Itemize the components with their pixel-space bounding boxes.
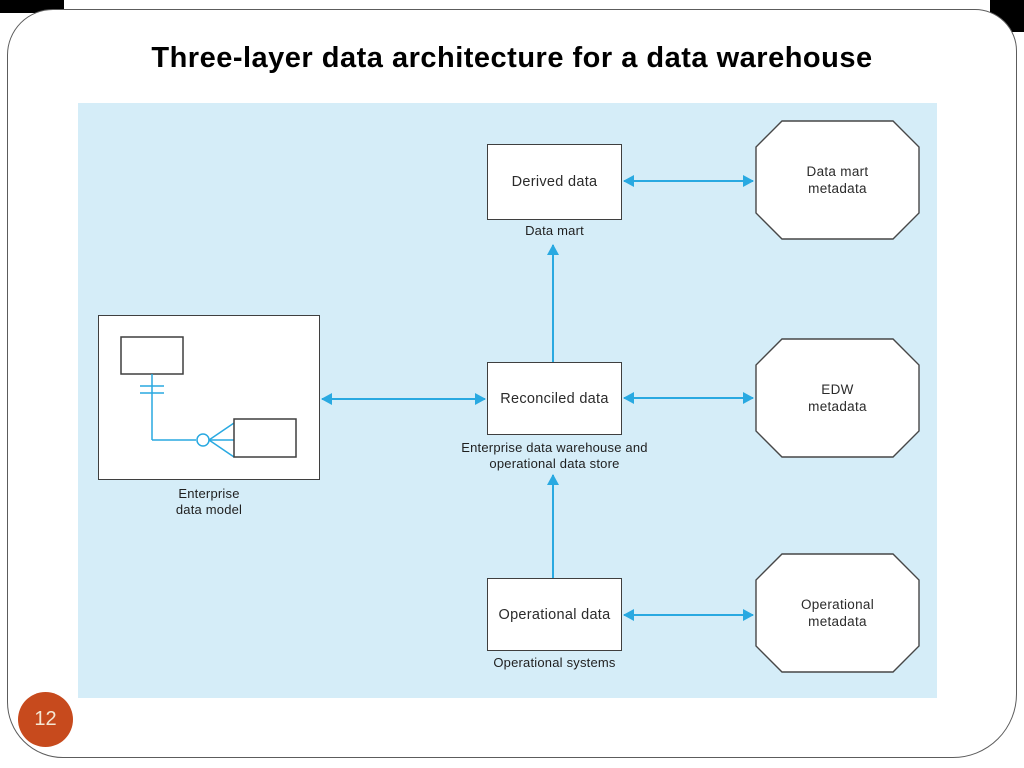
data-mart-metadata-octagon: Data mart metadata	[755, 120, 920, 240]
arrow-reconciled-to-datamart	[547, 244, 559, 362]
operational-metadata-label: Operational metadata	[800, 597, 875, 629]
slide-title: Three-layer data architecture for a data…	[151, 42, 873, 74]
operational-systems-caption: Operational systems	[493, 655, 616, 670]
derived-data-box: Derived data	[487, 144, 622, 220]
operational-data-label: Operational data	[498, 606, 611, 623]
derived-data-label: Derived data	[511, 174, 598, 190]
arrow-reconciled-to-edw-metadata	[623, 392, 754, 404]
arrow-model-to-reconciled	[321, 393, 486, 405]
reconciled-data-box: Reconciled data	[487, 362, 622, 435]
edw-ods-caption: Enterprise data warehouse and operationa…	[461, 440, 648, 471]
operational-metadata-octagon: Operational metadata	[755, 553, 920, 673]
arrow-operational-to-operational-metadata	[623, 609, 754, 621]
enterprise-data-model-box	[98, 315, 320, 480]
page-number-badge: 12	[18, 692, 73, 747]
diagram-canvas: Derived data Data mart Data mart metadat…	[78, 103, 937, 698]
er-diagram-icon	[120, 336, 297, 458]
data-mart-metadata-label: Data mart metadata	[806, 164, 869, 196]
edw-metadata-octagon: EDW metadata	[755, 338, 920, 458]
edw-metadata-label: EDW metadata	[808, 382, 867, 414]
octagon-shape-icon	[755, 120, 920, 240]
arrow-operational-to-reconciled	[547, 474, 559, 578]
operational-data-box: Operational data	[487, 578, 622, 651]
reconciled-data-label: Reconciled data	[500, 390, 609, 407]
page-number: 12	[34, 708, 57, 730]
enterprise-model-caption: Enterprise data model	[175, 486, 243, 517]
octagon-shape-icon	[755, 553, 920, 673]
data-mart-caption: Data mart	[525, 223, 584, 238]
arrow-derived-to-datamart-metadata	[623, 175, 754, 187]
octagon-shape-icon	[755, 338, 920, 458]
